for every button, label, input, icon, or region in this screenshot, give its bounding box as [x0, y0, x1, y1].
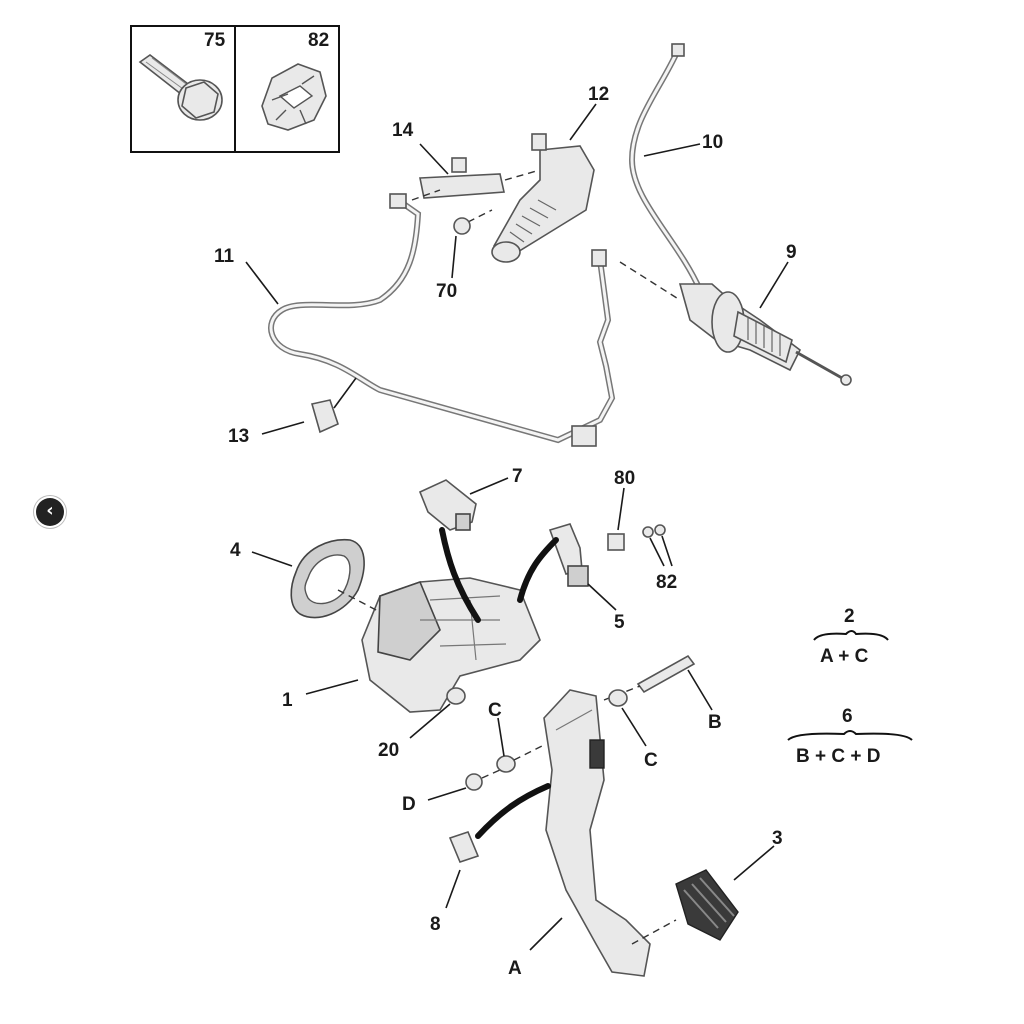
back-button[interactable]: ‹	[36, 498, 64, 526]
kit-legend-6: 6 B + C + D	[787, 706, 913, 767]
speed-clip-part	[261, 63, 327, 131]
part-10-rod: 10	[628, 43, 723, 293]
part-12-slave-cylinder: 12	[491, 84, 609, 263]
part-13-pipe-clip: 13	[228, 377, 357, 447]
label-8: 8	[430, 914, 441, 935]
part-8-pedal-stop: 8	[430, 783, 551, 935]
label-7: 7	[512, 466, 523, 487]
label-11: 11	[214, 246, 235, 267]
label-B: B	[708, 712, 722, 733]
label-14: 14	[392, 120, 414, 141]
label-D: D	[402, 794, 416, 815]
part-D-bushing: D	[402, 769, 501, 815]
part-9-master-cylinder: 9	[619, 242, 852, 386]
part-C-bushing-left: C	[488, 700, 547, 773]
label-82-inset: 82	[308, 30, 329, 51]
kit-6-contents: B + C + D	[796, 746, 880, 767]
label-A: A	[508, 958, 522, 979]
chevron-left-icon: ‹	[46, 500, 54, 521]
kit-2-contents: A + C	[820, 646, 869, 667]
label-70: 70	[436, 281, 457, 302]
part-A-pedal-arm: A	[508, 689, 651, 979]
part-11-hydraulic-pipe: 11	[214, 193, 616, 447]
part-3-pedal-pad: 3	[631, 828, 783, 945]
part-7-pedal-switch: 7	[418, 466, 523, 623]
label-1: 1	[282, 690, 293, 711]
inset-hardware-box: 75 82	[130, 25, 340, 153]
label-80: 80	[614, 468, 635, 489]
label-9: 9	[786, 242, 797, 263]
kit-2-number: 2	[844, 606, 855, 627]
part-B-pivot-pin: B	[603, 654, 722, 733]
label-75: 75	[204, 30, 226, 51]
label-12: 12	[588, 84, 609, 105]
kit-legend-2: 2 A + C	[813, 606, 889, 667]
label-4: 4	[230, 540, 241, 561]
part-4-seal-ring: 4	[230, 538, 381, 619]
label-13: 13	[228, 426, 249, 447]
part-82-clips: 82	[642, 524, 677, 593]
label-82: 82	[656, 572, 677, 593]
part-70-bolt: 70	[436, 209, 493, 302]
label-10: 10	[702, 132, 723, 153]
label-20: 20	[378, 740, 399, 761]
part-C-bushing-right: C	[608, 689, 658, 771]
part-80-clip: 80	[607, 468, 635, 551]
part-1-pedal-bracket: 1	[282, 577, 541, 713]
label-C-left: C	[488, 700, 502, 721]
label-C-right: C	[644, 750, 658, 771]
part-14-connector: 14	[392, 120, 541, 201]
part-5-connector: 5	[517, 523, 625, 633]
part-20-bushing: 20	[378, 687, 466, 761]
label-3: 3	[772, 828, 783, 849]
flange-bolt-part	[138, 54, 223, 121]
label-5: 5	[614, 612, 625, 633]
kit-6-number: 6	[842, 706, 853, 727]
